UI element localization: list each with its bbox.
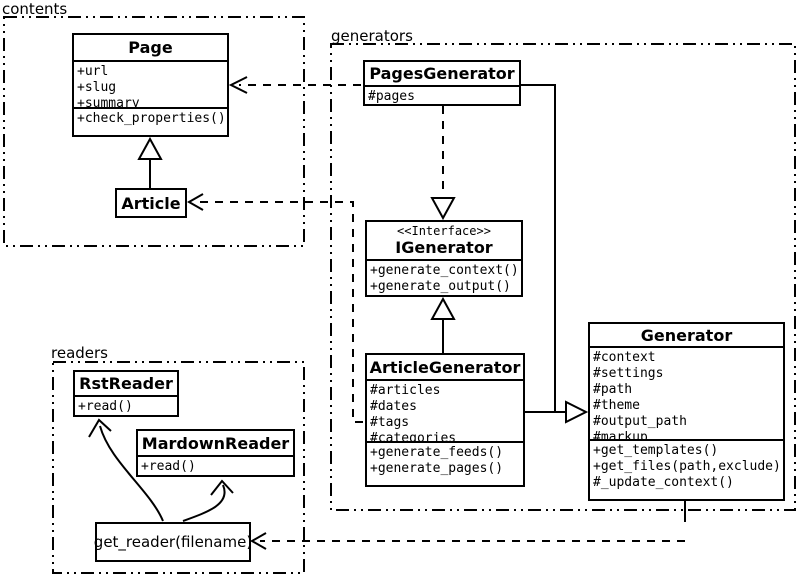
- curve-getreader-mardownreader: [182, 484, 226, 522]
- package-label-generators: generators: [331, 27, 413, 45]
- attributes-compartment: #context #settings #path #theme #output_…: [590, 346, 783, 439]
- class-articlegenerator[interactable]: ArticleGenerator #articles #dates #tags …: [365, 353, 525, 487]
- method: +generate_feeds(): [370, 445, 504, 460]
- get-reader-label: get_reader(filename): [93, 533, 253, 551]
- interface-stereotype: <<Interface>>: [397, 224, 491, 238]
- attributes-compartment: #articles #dates #tags #categories: [367, 379, 523, 441]
- open-arrowhead-icon: [228, 76, 248, 94]
- methods-compartment: +read(): [75, 395, 177, 415]
- attribute: #articles: [370, 383, 441, 398]
- open-arrowhead-icon: [249, 532, 267, 550]
- attribute: +url: [77, 64, 109, 79]
- realization-triangle-icon: [430, 296, 456, 320]
- method: +get_files(path,exclude): [593, 459, 781, 474]
- generalization-triangle-icon: [137, 136, 163, 160]
- open-arrowhead-icon: [186, 193, 204, 211]
- realization-triangle-icon: [430, 197, 456, 221]
- class-page[interactable]: Page +url +slug +summary +check_properti…: [72, 33, 229, 137]
- package-label-contents: contents: [2, 0, 68, 18]
- method: #_update_context(): [593, 475, 734, 490]
- attribute: #output_path: [593, 414, 687, 429]
- method: +read(): [141, 459, 196, 474]
- class-title: RstReader: [79, 374, 173, 393]
- curve-getreader-rstreader: [99, 425, 164, 522]
- class-title: ArticleGenerator: [369, 357, 521, 377]
- attribute: #tags: [370, 415, 410, 430]
- node-get-reader[interactable]: get_reader(filename): [93, 522, 253, 562]
- class-title: Article: [121, 193, 181, 213]
- attribute: #context: [593, 350, 656, 365]
- method: +generate_output(): [370, 279, 511, 294]
- generalization-triangle-icon: [565, 400, 589, 424]
- attribute: #path: [593, 382, 633, 397]
- method: +read(): [78, 399, 133, 414]
- class-title: Page: [128, 38, 173, 57]
- method: +generate_pages(): [370, 461, 504, 476]
- method: +get_templates(): [593, 443, 719, 458]
- attribute: #pages: [368, 89, 415, 104]
- attribute: +slug: [77, 80, 117, 95]
- attribute: +summary: [77, 96, 140, 107]
- open-arrowhead-icon: [88, 418, 112, 438]
- attribute: #theme: [593, 398, 640, 413]
- methods-compartment: +generate_context() +generate_output(): [367, 259, 521, 295]
- open-arrowhead-icon: [210, 479, 234, 496]
- class-pagesgenerator[interactable]: PagesGenerator #pages: [363, 60, 521, 106]
- class-article[interactable]: Article: [115, 188, 187, 218]
- attribute: #categories: [370, 431, 457, 441]
- class-title-text: IGenerator: [395, 238, 493, 257]
- class-mardownreader[interactable]: MardownReader +read(): [136, 429, 295, 477]
- class-title: <<Interface>> IGenerator: [367, 222, 521, 259]
- generalization-line-pagesgenerator-generator: [521, 84, 565, 413]
- attribute: #markup: [593, 430, 648, 439]
- method: +generate_context(): [370, 263, 519, 278]
- methods-compartment: +get_templates() +get_files(path,exclude…: [590, 439, 783, 499]
- class-title: MardownReader: [141, 433, 290, 453]
- methods-compartment: +generate_feeds() +generate_pages(): [367, 441, 523, 485]
- attributes-compartment: +url +slug +summary: [74, 60, 227, 107]
- class-title: Generator: [640, 325, 733, 345]
- package-border-contents: [3, 16, 305, 247]
- method: +check_properties(): [77, 111, 226, 126]
- package-border-readers: [52, 361, 305, 574]
- package-label-readers: readers: [51, 344, 108, 362]
- methods-compartment: +read(): [138, 455, 293, 475]
- attributes-compartment: #pages: [365, 85, 519, 104]
- package-border-generators: [330, 43, 796, 511]
- attribute: #dates: [370, 399, 417, 414]
- attribute: #settings: [593, 366, 664, 381]
- class-title: PagesGenerator: [369, 64, 515, 83]
- dependency-line-articlegenerator-article: [197, 201, 363, 423]
- class-rstreader[interactable]: RstReader +read(): [73, 370, 179, 417]
- class-generator[interactable]: Generator #context #settings #path #them…: [588, 322, 785, 501]
- class-igenerator[interactable]: <<Interface>> IGenerator +generate_conte…: [365, 220, 523, 297]
- methods-compartment: +check_properties(): [74, 107, 227, 135]
